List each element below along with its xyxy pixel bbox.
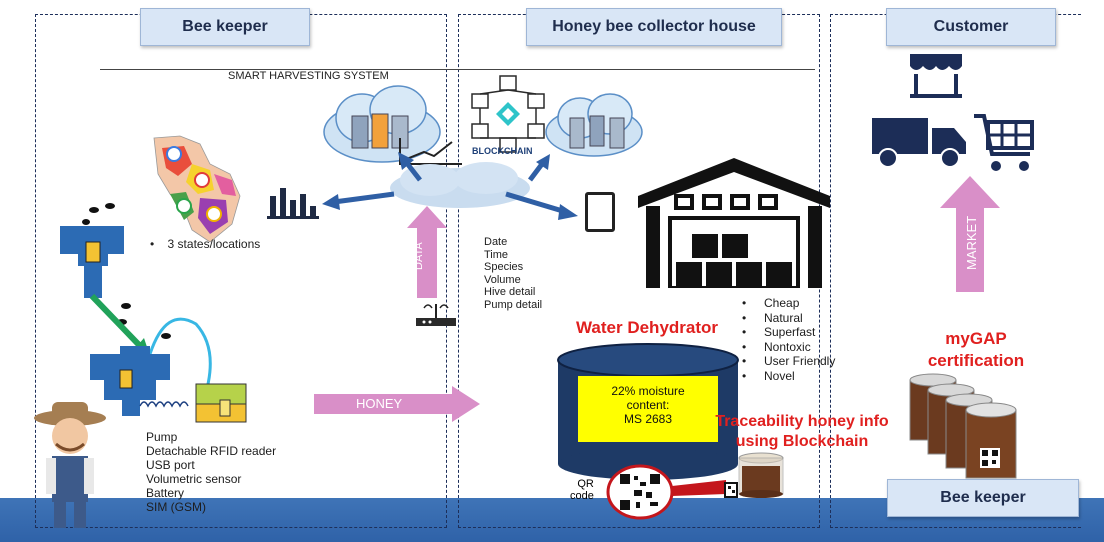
cloud-server-icon: [323, 85, 462, 165]
component-item: Volumetric sensor: [146, 472, 242, 486]
beehive-system: [60, 203, 247, 423]
router-icon: [416, 304, 456, 326]
truck-icon: [872, 118, 966, 168]
benefit-item: Novel: [742, 369, 835, 384]
data-field: Hive detail: [484, 286, 536, 298]
tank-line2: content:: [626, 398, 670, 412]
title-divider-line: [100, 69, 815, 70]
header-bee-keeper-bottom: Bee keeper: [887, 479, 1079, 517]
device-components-list: Pump Detachable RFID reader USB port Vol…: [146, 430, 276, 514]
benefit-item: Natural: [742, 311, 835, 326]
tank-label: 22% moisture content: MS 2683: [578, 384, 718, 426]
benefit-item: Cheap: [742, 296, 835, 311]
qr-code-icon: [606, 464, 738, 520]
cloud-server-icon-2: [545, 93, 643, 157]
cart-icon: [974, 114, 1034, 171]
data-field: Date: [484, 236, 508, 248]
dehydrator-tank: [557, 343, 739, 480]
component-item: Battery: [146, 486, 185, 500]
qr-label-line2: code: [570, 490, 594, 502]
traceability-line2: using Blockchain: [735, 433, 869, 450]
component-item: Detachable RFID reader: [146, 444, 277, 458]
locations-text: 3 states/locations: [167, 237, 261, 251]
dehydrator-benefits: Cheap Natural Superfast Nontoxic User Fr…: [742, 296, 835, 384]
shop-icon: [910, 54, 962, 98]
farmer-icon: [34, 402, 106, 528]
qr-label: QR code: [570, 478, 594, 502]
traceability-text: Traceability honey info using Blockchain: [684, 412, 920, 452]
bullet-icon: •: [150, 237, 168, 251]
component-item: Pump: [146, 430, 178, 444]
data-arrow-label: DATA: [413, 242, 425, 270]
data-field: Volume: [484, 273, 521, 286]
honey-jars-icon: [909, 373, 1017, 479]
component-item: USB port: [146, 458, 195, 472]
benefit-item: Superfast: [742, 325, 835, 340]
locations-label: • 3 states/locations: [150, 237, 260, 251]
market-arrow: [940, 176, 1000, 292]
data-field: Species: [484, 261, 524, 273]
header-bee-keeper: Bee keeper: [140, 8, 310, 46]
honey-jar-icon: [738, 452, 784, 498]
benefit-item: Nontoxic: [742, 340, 835, 355]
certification-line2: certification: [927, 351, 1025, 370]
honey-arrow: [314, 386, 480, 422]
certification-line1: myGAP: [945, 329, 1007, 348]
map-icon: [153, 135, 241, 243]
blockchain-icon: [471, 75, 545, 153]
tablet-icon: [585, 192, 615, 232]
bar-chart-icon: [267, 188, 319, 219]
header-collector: Honey bee collector house: [526, 8, 782, 46]
data-fields-list: Date Time Species Volume Hive detail Pum…: [484, 236, 542, 311]
blockchain-label: BLOCKCHAIN: [472, 146, 533, 156]
tank-line3: MS 2683: [623, 412, 673, 426]
honey-arrow-label: HONEY: [356, 396, 403, 411]
qr-label-line1: QR: [577, 478, 594, 490]
data-field: Pump detail: [484, 298, 543, 311]
tank-line1: 22% moisture: [611, 384, 685, 398]
data-flow-arrows: [322, 152, 578, 220]
traceability-line1: Traceability honey info: [715, 413, 889, 430]
data-arrow: [407, 206, 447, 298]
component-item: SIM (GSM): [146, 500, 206, 514]
market-arrow-label: MARKET: [964, 215, 979, 270]
data-field: Time: [484, 248, 509, 261]
certification-text: myGAP certification: [916, 328, 1036, 372]
dehydrator-title: Water Dehydrator: [576, 318, 719, 337]
warehouse-icon: [638, 158, 830, 288]
benefit-item: User Friendly: [742, 354, 835, 369]
system-title: SMART HARVESTING SYSTEM: [228, 70, 389, 82]
header-customer: Customer: [886, 8, 1056, 46]
